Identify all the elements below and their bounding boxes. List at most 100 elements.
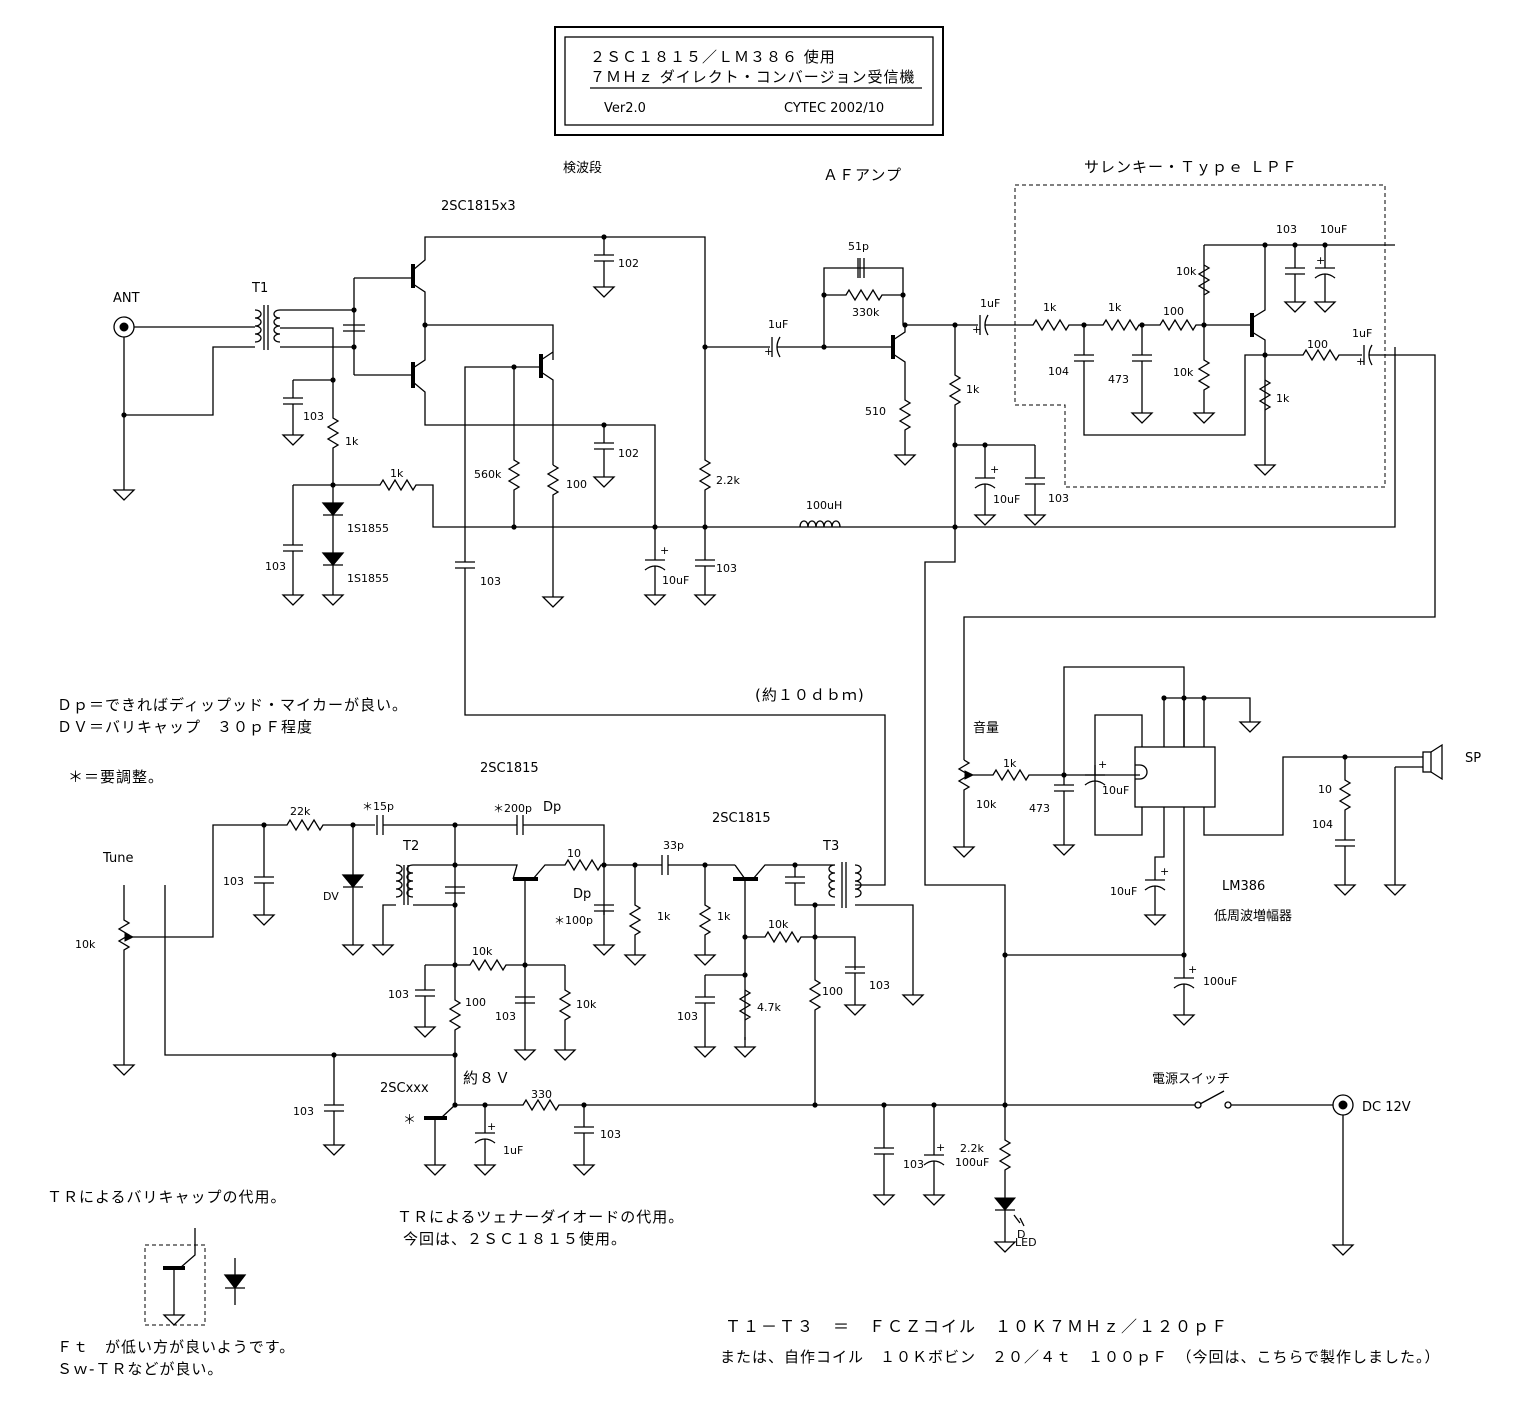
c-10uf-lm-a: 10uF	[1102, 784, 1129, 797]
detector-transistors: 560k 100 102 102 103	[343, 234, 886, 886]
svg-text:+: +	[1188, 963, 1197, 976]
dp-label-a: Dp	[543, 800, 561, 815]
svg-text:+: +	[660, 544, 669, 557]
title-line1: ２ＳＣ１８１５／ＬＭ３８６ 使用	[590, 48, 836, 66]
label-regulator: 2SCxxx	[380, 1081, 429, 1096]
r-10k-osc-a: 10k	[472, 945, 493, 958]
note-ft2: Ｓｗ-ＴＲなどが良い。	[57, 1360, 223, 1378]
c-104-lpf: 104	[1048, 365, 1069, 378]
r-10k-buf: 10k	[768, 918, 789, 931]
r-1k-bias: 1k	[345, 435, 359, 448]
svg-text:+: +	[1160, 865, 1169, 878]
c-103-osc-b: 103	[495, 1010, 516, 1023]
note-zener1: ＴＲによるツェナーダイオードの代用。	[397, 1208, 684, 1226]
r-1k-bus: 1k	[390, 467, 404, 480]
title-line2: ７ＭＨｚ ダイレクト・コンバージョン受信機	[590, 68, 915, 86]
r-510: 510	[865, 405, 886, 418]
c-1uf-af: 1uF	[768, 318, 788, 331]
c-1uf-lpf-out: 1uF	[1352, 327, 1372, 340]
r-1k-lpf-e: 1k	[1276, 392, 1290, 405]
c-103-det: 103	[716, 562, 737, 575]
star-reg: ＊	[403, 1113, 416, 1128]
label-lm386-desc: 低周波増幅器	[1214, 909, 1292, 924]
r-1k-lpf-a: 1k	[1043, 301, 1057, 314]
label-voltage: 約８Ｖ	[463, 1069, 511, 1087]
svg-text:+: +	[487, 1120, 496, 1133]
r-4-7k: 4.7k	[757, 1001, 781, 1014]
af-amp: + 1uF 51p 330k 510 1k + 10uF 103	[705, 240, 1069, 1105]
c-103-tune: 103	[223, 875, 244, 888]
r-10k-tune: 10k	[75, 938, 96, 951]
c-1uf-reg: 1uF	[503, 1144, 523, 1157]
dc-in-label: DC 12V	[1362, 1100, 1411, 1115]
r-10k-lpf-b: 10k	[1173, 366, 1194, 379]
d-1s1855-b: 1S1855	[347, 572, 389, 585]
l-100uh: 100uH	[806, 499, 842, 512]
label-lm386: LM386	[1222, 879, 1265, 894]
led-d: D	[1017, 1228, 1025, 1241]
power-supply: 103 ＊ 330 + 1uF 103 103 + 100uF 2.2k D L…	[164, 885, 1411, 1256]
c-15p: ＊15p	[362, 800, 394, 813]
c-10uf-lpf: 10uF	[1320, 223, 1347, 236]
sallen-key-lpf: + 1uF 1k 1k 100 104 473 10k 10k 1k 103 +…	[963, 184, 1436, 760]
c-104-zobel: 104	[1312, 818, 1333, 831]
r-330k: 330k	[852, 306, 880, 319]
label-transistors: 2SC1815x3	[441, 199, 516, 214]
c-103-coupling: 103	[480, 575, 501, 588]
r-10-osc: 10	[567, 847, 581, 860]
r-10k-volume: 10k	[976, 798, 997, 811]
lm386-section: 10k 1k 473 + 10uF + 10uF + 100uF 10 104	[953, 666, 1481, 1026]
c-103-reg-b: 103	[600, 1128, 621, 1141]
c-10uf-det: 10uF	[662, 574, 689, 587]
c-200p: ＊200p	[493, 802, 532, 815]
c-103-af: 103	[1048, 492, 1069, 505]
c-103-lpf: 103	[1276, 223, 1297, 236]
svg-text:+: +	[972, 323, 981, 336]
c-10uf-af: 10uF	[993, 493, 1020, 506]
label-af-amp: ＡＦアンプ	[823, 166, 902, 184]
r-560k: 560k	[474, 468, 502, 481]
r-10k-osc-b: 10k	[576, 998, 597, 1011]
c-10uf-lm-b: 10uF	[1110, 885, 1137, 898]
c-100p: ＊100p	[554, 914, 593, 927]
t2-label: T2	[402, 839, 419, 854]
svg-text:+: +	[1356, 355, 1365, 368]
varicap-substitute	[144, 1228, 247, 1326]
c-102-b: 102	[618, 447, 639, 460]
title-box: ２ＳＣ１８１５／ＬＭ３８６ 使用 ７ＭＨｚ ダイレクト・コンバージョン受信機 V…	[554, 26, 944, 136]
antenna-label: ANT	[113, 291, 140, 306]
note-varicap: ＴＲによるバリキャップの代用。	[47, 1188, 287, 1206]
c-103-reg: 103	[293, 1105, 314, 1118]
r-100-det: 100	[566, 478, 587, 491]
speaker-label: SP	[1465, 751, 1481, 766]
label-volume: 音量	[973, 720, 999, 736]
label-lpf: サレンキー・Ｔｙｐｅ ＬＰＦ	[1084, 158, 1298, 176]
note-adj: ＊＝要調整。	[68, 768, 164, 786]
r-2-2k: 2.2k	[716, 474, 740, 487]
svg-text:+: +	[764, 345, 773, 358]
c-100uf-pwr: 100uF	[955, 1156, 989, 1169]
svg-text:+: +	[1316, 254, 1325, 267]
c-103-buf: 103	[677, 1010, 698, 1023]
title-version: Ver2.0	[604, 101, 646, 116]
r-2-2k-led: 2.2k	[960, 1142, 984, 1155]
r-330: 330	[531, 1088, 552, 1101]
note-coil1: Ｔ１－Ｔ３ ＝ ＦＣＺコイル １０Ｋ７ＭＨｚ／１２０ｐＦ	[725, 1317, 1229, 1336]
r-100-lpf-out: 100	[1307, 338, 1328, 351]
r-1k-buf-a: 1k	[657, 910, 671, 923]
c-51p: 51p	[848, 240, 869, 253]
note-coil2: または、自作コイル １０Ｋボビン ２０／４ｔ １００ｐＦ （今回は、こちらで製作…	[720, 1348, 1441, 1366]
r-1k-af: 1k	[966, 383, 980, 396]
antenna-input: ANT	[113, 291, 255, 501]
t1-label: T1	[251, 281, 268, 296]
r-1k-lpf-b: 1k	[1108, 301, 1122, 314]
c-103-pwr: 103	[903, 1158, 924, 1171]
c-102-a: 102	[618, 257, 639, 270]
vfo: Tune 10k 22k 103 DV ＊15p ＊200p Dp T2	[75, 800, 924, 1105]
note-ft1: Ｆｔ が低い方が良いようです。	[57, 1338, 295, 1356]
transformer-t1: T1	[251, 281, 354, 383]
c-103-t1: 103	[303, 410, 324, 423]
r-100-lpf: 100	[1163, 305, 1184, 318]
note-zener2: 今回は、２ＳＣ１８１５使用。	[403, 1230, 627, 1248]
